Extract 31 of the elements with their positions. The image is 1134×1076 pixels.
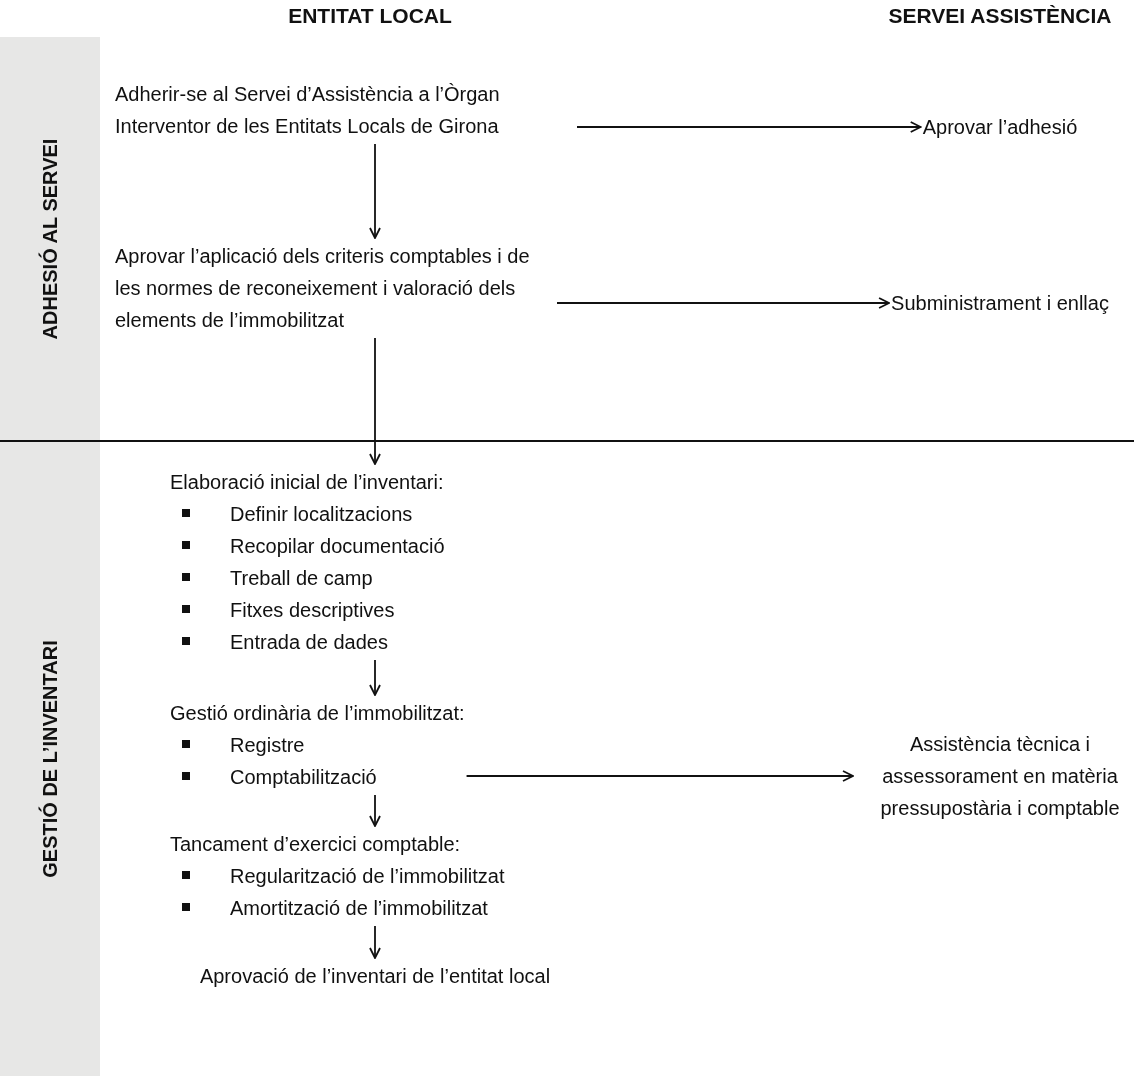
arrow bbox=[369, 337, 381, 465]
step-heading: Tancament d’exercici comptable: bbox=[170, 832, 462, 857]
arrow bbox=[369, 794, 381, 827]
step-text: Subministrament i enllaç bbox=[891, 287, 1109, 319]
step-text: Adherir-se al Servei d’Assistència a l’Òrgan Interventor de les Entitats Locals de Girona bbox=[115, 78, 575, 142]
step-text: Aprovar l’adhesió bbox=[922, 111, 1078, 143]
bullet-item: Comptabilització bbox=[170, 761, 465, 793]
column-header: SERVEI ASSISTÈNCIA bbox=[887, 4, 1113, 28]
arrow bbox=[369, 659, 381, 696]
lane-title: GESTIÓ DE L’INVENTARI bbox=[38, 640, 62, 878]
bullet-item: Recopilar documentació bbox=[170, 530, 445, 562]
bullet-item: Amortització de l’immobilitzat bbox=[170, 892, 505, 924]
lane-title: ADHESIÓ AL SERVEI bbox=[38, 138, 62, 339]
bullet-item: Entrada de dades bbox=[170, 626, 445, 658]
step-text: Aprovació de l’inventari de l’entitat local bbox=[199, 960, 551, 992]
step-text: Assistència tècnica i assessorament en matèria pressupostària i comptable bbox=[855, 728, 1134, 824]
bullet-item: Regularització de l’immobilitzat bbox=[170, 860, 505, 892]
step-heading: Elaboració inicial de l’inventari: bbox=[170, 470, 445, 495]
arrow bbox=[465, 770, 854, 782]
step-text: Aprovar l’aplicació dels criteris comptables i de les normes de reconeixement i valoració dels elements de l’immobilitzat bbox=[115, 240, 555, 336]
bullet-item: Fitxes descriptives bbox=[170, 594, 445, 626]
step-heading: Gestió ordinària de l’immobilitzat: bbox=[170, 701, 465, 726]
bullet-item: Definir localitzacions bbox=[170, 498, 445, 530]
bullet-item: Treball de camp bbox=[170, 562, 445, 594]
arrow bbox=[369, 143, 381, 239]
arrow bbox=[369, 925, 381, 959]
arrow bbox=[576, 121, 922, 133]
swimlane bbox=[0, 37, 1134, 442]
column-header: ENTITAT LOCAL bbox=[287, 4, 453, 28]
arrow bbox=[556, 297, 890, 309]
bullet-item: Registre bbox=[170, 729, 465, 761]
